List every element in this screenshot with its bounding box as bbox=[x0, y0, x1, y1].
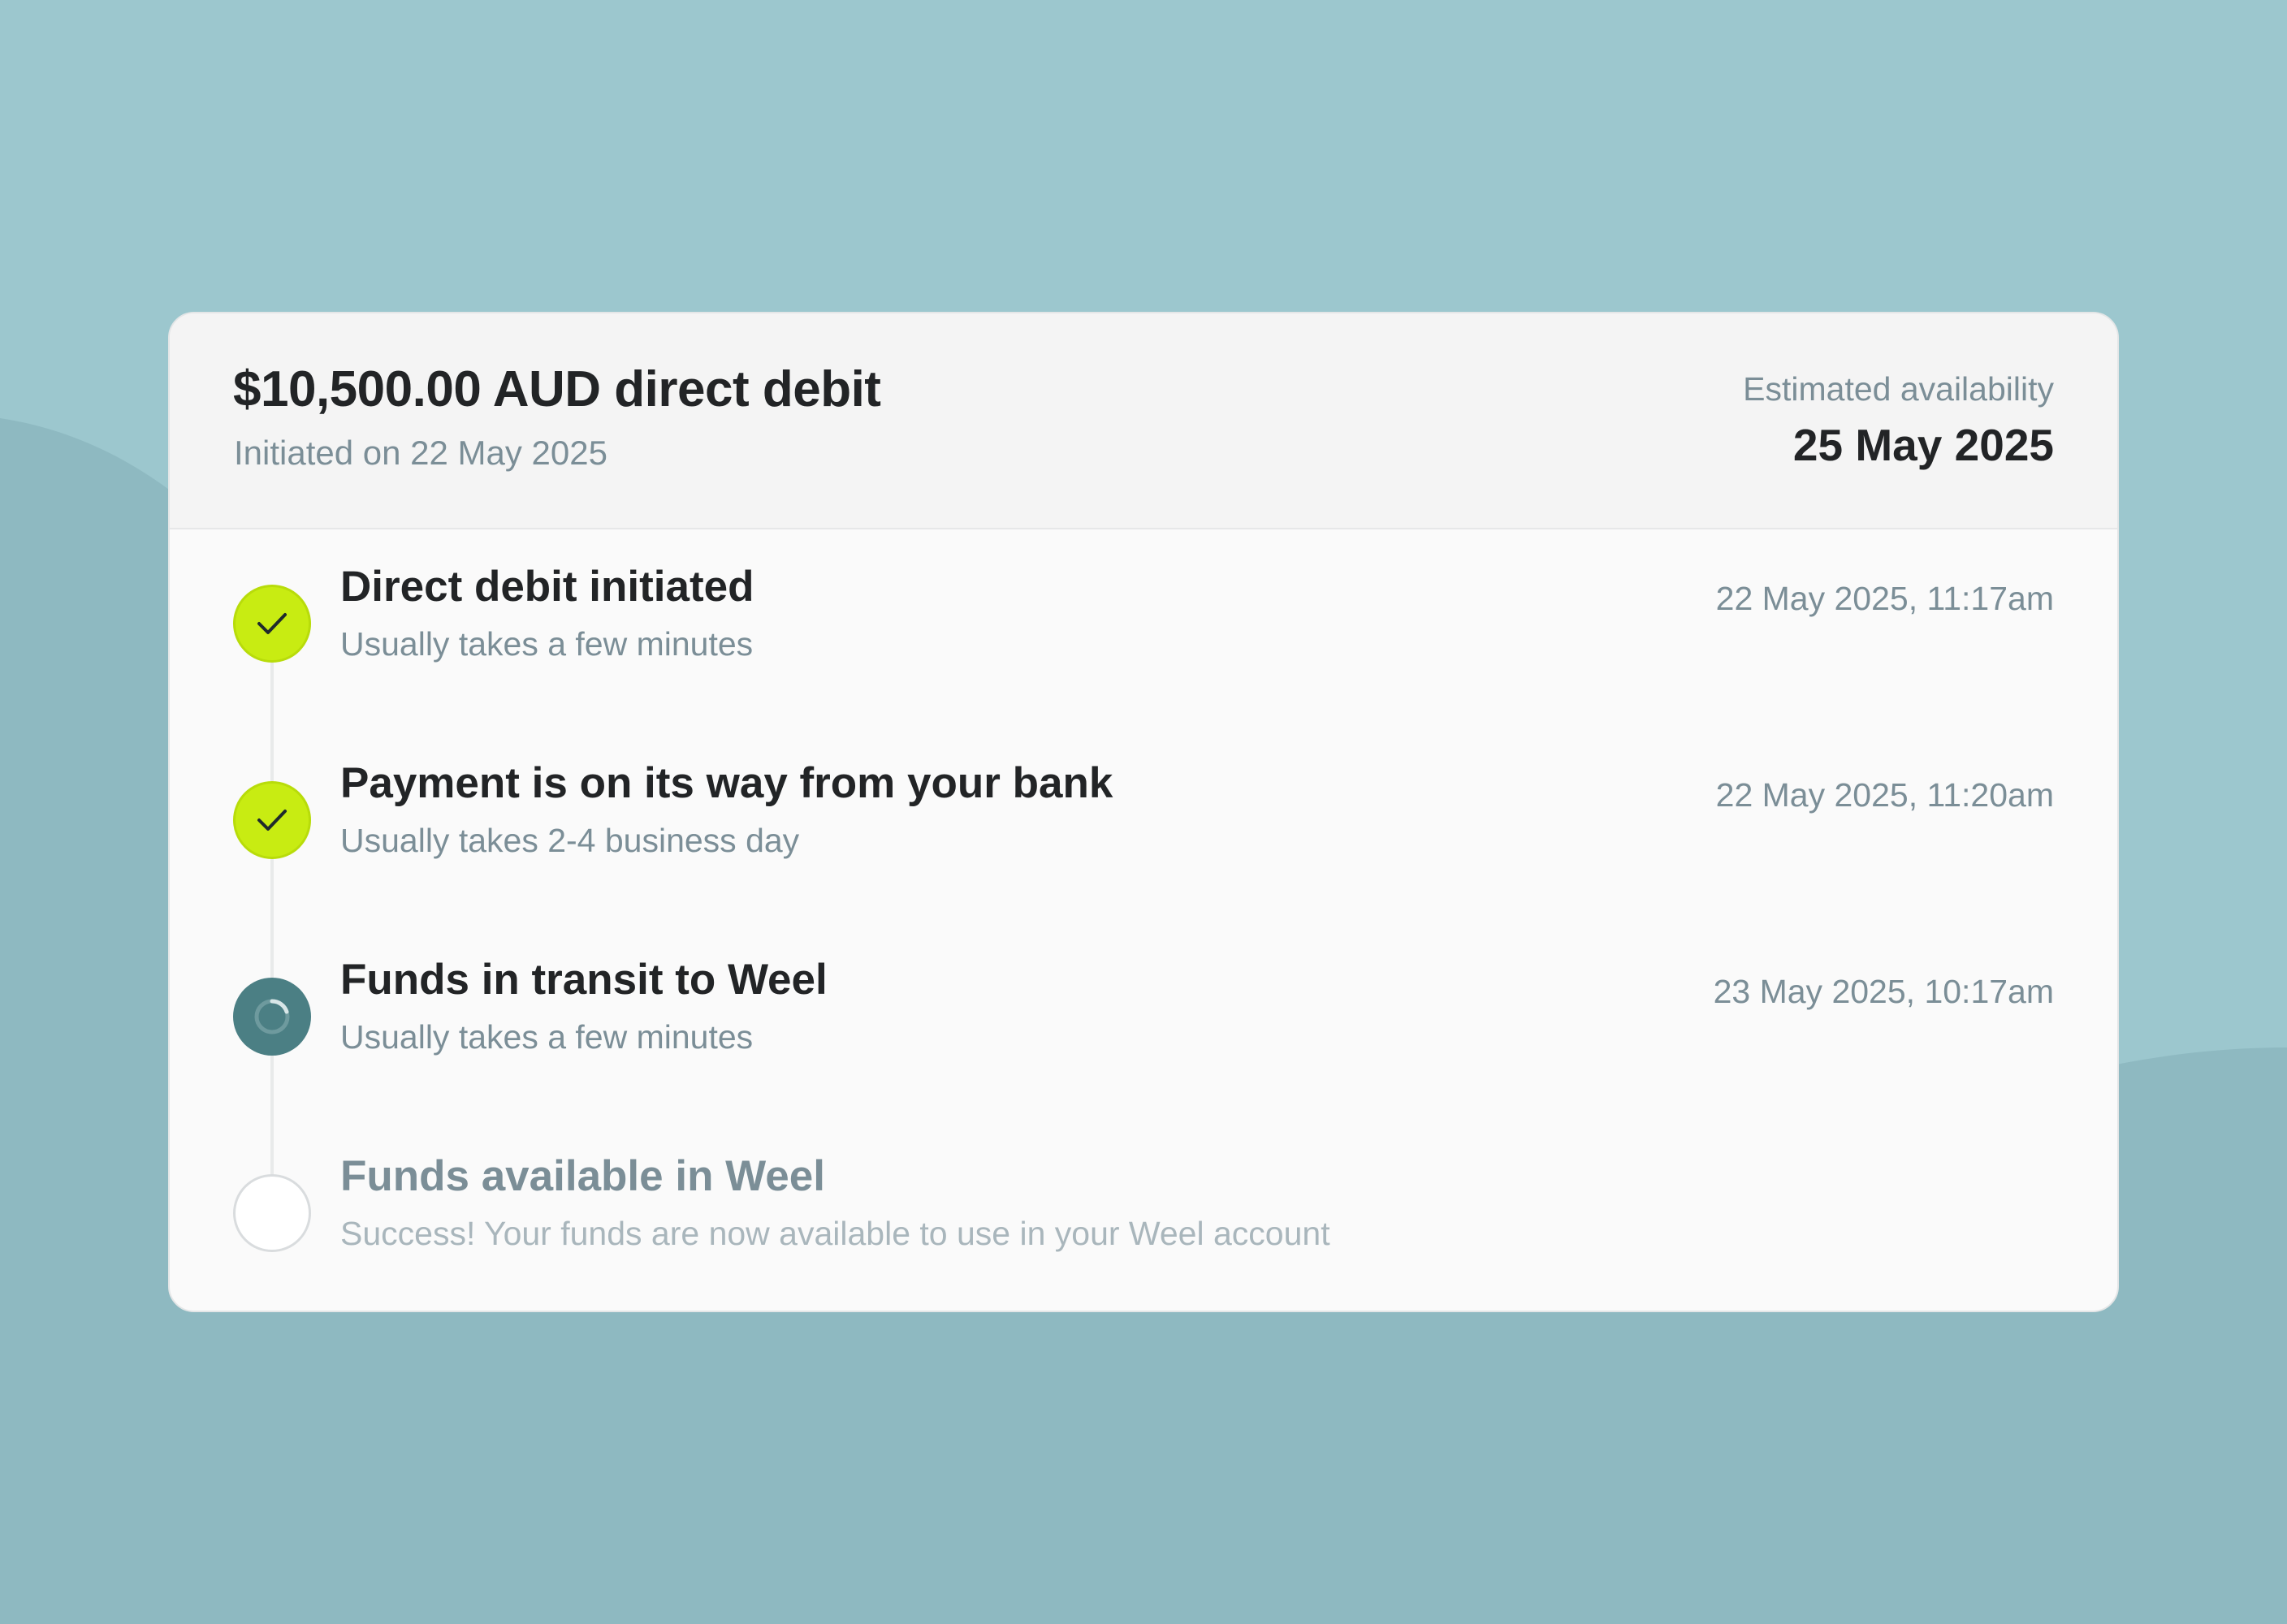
check-icon bbox=[233, 781, 311, 859]
card-header: $10,500.00 AUD direct debit Initiated on… bbox=[170, 313, 2117, 529]
timeline-step-funds-in-transit: Funds in transit to Weel Usually takes a… bbox=[170, 956, 2117, 1140]
step-subtitle: Usually takes 2-4 business day bbox=[340, 822, 800, 859]
direct-debit-status-card: $10,500.00 AUD direct debit Initiated on… bbox=[168, 312, 2119, 1312]
timeline-connector bbox=[270, 630, 274, 1182]
step-subtitle: Usually takes a few minutes bbox=[340, 625, 754, 663]
step-subtitle: Success! Your funds are now available to… bbox=[340, 1215, 1330, 1252]
timeline-step-direct-debit-initiated: Direct debit initiated Usually takes a f… bbox=[170, 563, 2117, 747]
step-timestamp: 22 May 2025, 11:17am bbox=[1715, 580, 2054, 617]
estimated-availability-label: Estimated availability bbox=[1743, 370, 2054, 408]
empty-circle-icon bbox=[233, 1174, 311, 1252]
timeline-step-payment-on-its-way: Payment is on its way from your bank Usu… bbox=[170, 759, 2117, 944]
step-title: Direct debit initiated bbox=[340, 563, 754, 611]
step-title: Payment is on its way from your bank bbox=[340, 759, 1113, 807]
check-icon bbox=[233, 585, 311, 663]
step-title: Funds available in Weel bbox=[340, 1152, 825, 1200]
step-subtitle: Usually takes a few minutes bbox=[340, 1018, 754, 1056]
step-timestamp: 22 May 2025, 11:20am bbox=[1715, 776, 2054, 814]
transfer-title: $10,500.00 AUD direct debit bbox=[233, 361, 881, 417]
timeline-step-funds-available: Funds available in Weel Success! Your fu… bbox=[170, 1152, 2117, 1311]
initiated-date: Initiated on 22 May 2025 bbox=[234, 434, 607, 472]
spinner-icon bbox=[233, 978, 311, 1056]
step-timestamp: 23 May 2025, 10:17am bbox=[1713, 973, 2054, 1010]
estimated-availability-date: 25 May 2025 bbox=[1792, 420, 2054, 470]
step-title: Funds in transit to Weel bbox=[340, 956, 828, 1004]
